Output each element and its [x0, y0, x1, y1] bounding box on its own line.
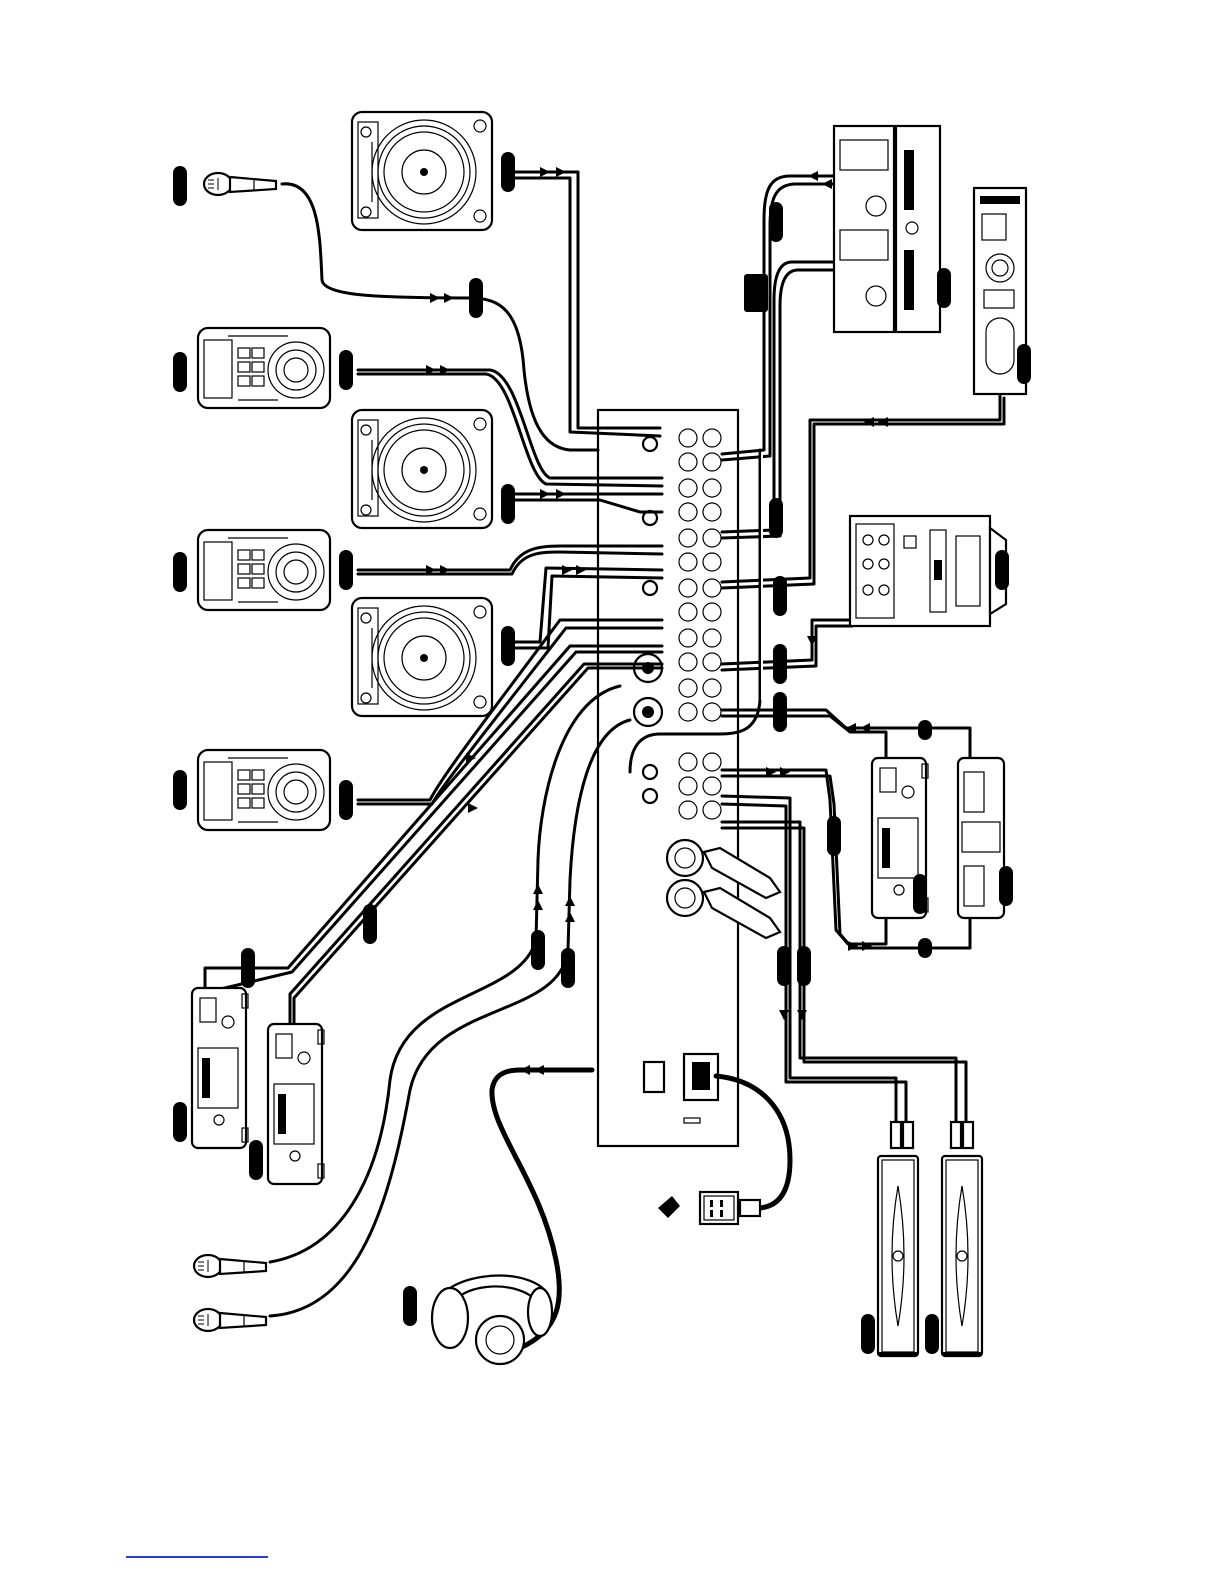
power-outlet	[658, 1192, 760, 1224]
recorder-left-2	[268, 1024, 324, 1184]
main-mixer	[598, 410, 738, 1146]
amp-connectors	[891, 1122, 973, 1148]
footer-link-underline[interactable]	[126, 1556, 268, 1558]
turntable-2	[352, 410, 492, 528]
power-switch	[644, 1062, 664, 1092]
turntable-3	[352, 598, 492, 716]
mic-bottom-1	[194, 1255, 266, 1277]
recorder-left-1	[192, 988, 248, 1148]
headphones	[432, 1276, 552, 1364]
cd-player-3	[198, 750, 330, 830]
cd-player-2	[198, 530, 330, 610]
turntable-1	[352, 112, 492, 230]
mic-top	[204, 173, 276, 195]
dual-cd-player	[834, 126, 940, 332]
amplifier-1	[878, 1156, 918, 1356]
mic-bottom-2	[194, 1309, 266, 1331]
cd-player-1	[198, 328, 330, 408]
secondary-mixer	[850, 516, 1006, 626]
amplifier-2	[942, 1156, 982, 1356]
recorder-right-2	[958, 758, 1004, 918]
